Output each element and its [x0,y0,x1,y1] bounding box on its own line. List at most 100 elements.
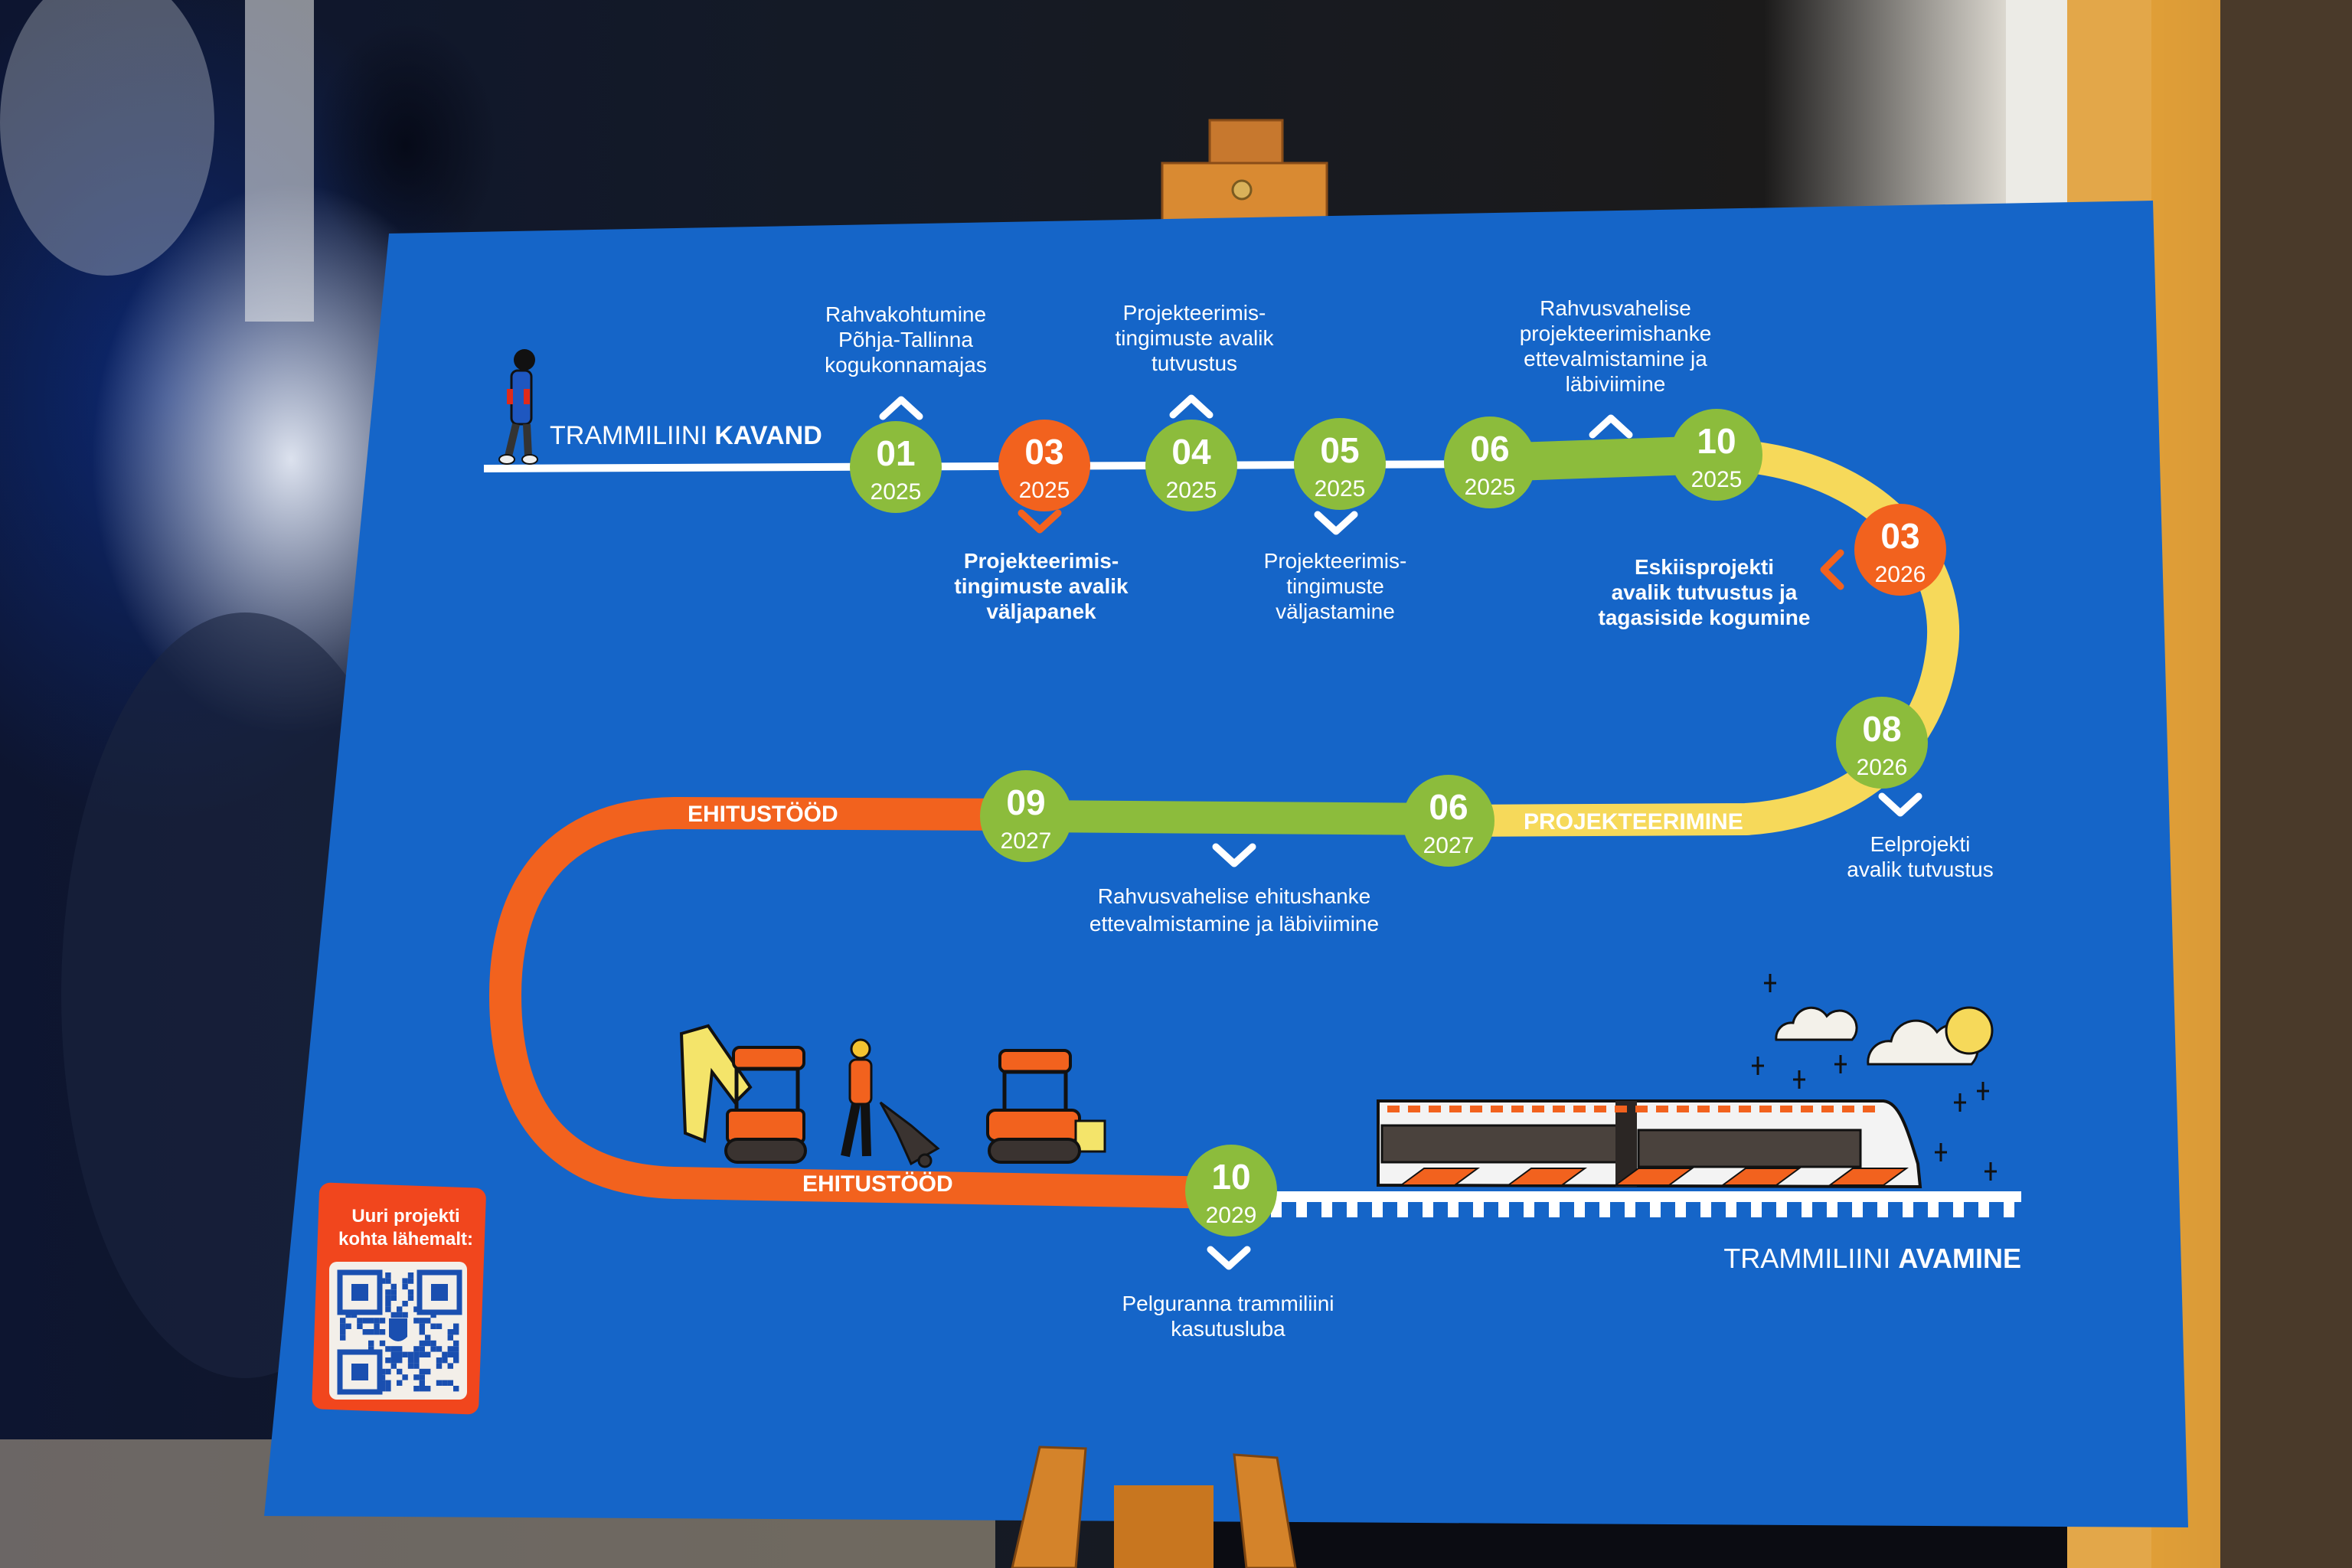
start-title: TRAMMILIINI KAVAND [550,421,822,450]
rail-tie [1625,1200,1635,1217]
milestone-year: 2026 [1875,562,1926,587]
rail-tie [1903,1200,1913,1217]
qr-finder [337,1349,383,1395]
milestone-caption-line: Eskiisprojekti [1635,555,1774,579]
timeline-poster: PROJEKTEERIMINEEHITUSTÖÖDEHITUSTÖÖDTRAMM… [264,201,2188,1527]
milestone-circle [1854,504,1946,596]
milestone-month: 10 [1697,421,1736,461]
milestone-year: 2025 [1691,467,1743,492]
track-projekteerimine [1454,439,1960,837]
milestone-caption-line: avalik tutvustus ja [1612,580,1798,604]
milestone-caption-line: tagasiside kogumine [1599,606,1811,629]
rail-tie [1296,1200,1307,1217]
milestone-year: 2025 [1019,478,1070,503]
segment-caption-design-procurement-line: ettevalmistamine ja [1524,347,1707,371]
milestone-caption-line: Põhja-Tallinna [838,328,973,351]
milestone-caption-line: kogukonnamajas [825,353,987,377]
track-construction-procurement [1025,800,1455,835]
sparkle-icon [1954,1093,1966,1112]
mini-loader-icon [986,1049,1106,1164]
tram-icon [1377,1099,1922,1189]
rail-tie [1347,1200,1357,1217]
rail-tie [1751,1200,1762,1217]
milestone-year: 2025 [1315,476,1366,501]
rail-tie [1928,1200,1939,1217]
milestone-caption-line: väljastamine [1276,599,1395,623]
rail-tie [1978,1200,1989,1217]
qr-finder [337,1269,383,1315]
construction-worker-icon [841,1038,940,1168]
qr-finder [416,1269,462,1315]
milestone-month: 09 [1006,782,1045,822]
rail-tie [1397,1200,1408,1217]
rail-tie [1448,1200,1459,1217]
sparkle-icon [1764,974,1776,992]
segment-caption-design-procurement-line: läbiviimine [1566,372,1666,396]
chevron-up-icon [1169,394,1214,419]
track-ehitustood [488,796,1226,1209]
qr-code[interactable] [337,1269,462,1395]
milestone-caption: RahvakohtuminePõhja-Tallinnakogukonnamaj… [825,302,987,377]
chevron-down-icon [1314,511,1358,535]
milestone-caption-line: kasutusluba [1171,1317,1285,1341]
rail-tie [1321,1200,1332,1217]
rail-tie [1877,1200,1888,1217]
excavator-icon [679,1024,807,1164]
rail-tie [1599,1200,1610,1217]
rail-tie [1700,1200,1711,1217]
milestone-circle [1671,409,1762,501]
milestone-circle [1836,697,1928,789]
cloud-icon [1775,1006,1858,1041]
milestone-caption-line: Projekteerimis- [964,549,1119,573]
rail-tie [1498,1200,1509,1217]
milestone-caption-line: tutvustus [1152,351,1237,375]
phase-label-ehitustood: EHITUSTÖÖD [802,1171,953,1197]
milestone-year: 2025 [871,479,922,505]
sparkle-icon [1752,1057,1764,1075]
milestone-caption-line: avalik tutvustus [1847,858,1993,881]
sparkle-icon [1977,1082,1989,1100]
segment-caption-design-procurement: Rahvusvaheliseprojekteerimishankeetteval… [1520,296,1712,396]
milestone-circle [1145,420,1237,511]
milestone-caption-line: Eelprojekti [1870,832,1971,856]
sun-icon [1945,1006,1994,1055]
qr-card-title-line: kohta lähemalt: [338,1229,473,1250]
milestone-circle [998,420,1090,511]
milestone-circle [1444,416,1536,508]
rail-tie [1852,1200,1863,1217]
chevron-left-icon [1820,549,1844,590]
walking-person-icon [498,349,538,465]
milestone-caption-line: Projekteerimis- [1264,549,1407,573]
rail-tie [1953,1200,1964,1217]
milestone-caption: Projekteerimis-tingimuste avalikväljapan… [954,549,1129,623]
milestone-month: 08 [1862,709,1901,749]
milestone-caption-line: tingimuste avalik [1116,326,1275,350]
rail-tie [1776,1200,1787,1217]
chevron-up-icon [1589,414,1633,439]
easel-legs [1011,1446,1297,1568]
milestone-10-2029: 10 2029 [1185,1145,1277,1236]
sparkle-icon [1935,1143,1947,1161]
milestone-09-2027: 09 2027 [980,770,1072,862]
rail-tie [1802,1200,1812,1217]
rail-tie [2004,1200,2014,1217]
rail-tie [1574,1200,1585,1217]
milestone-year: 2025 [1166,478,1217,503]
chevron-down-icon [1018,509,1062,534]
milestone-year: 2027 [1001,828,1052,854]
segment-caption-design-procurement-line: projekteerimishanke [1520,322,1712,345]
sparkle-icon [1834,1055,1847,1073]
milestone-month: 10 [1211,1157,1250,1197]
milestone-year: 2029 [1206,1203,1257,1228]
milestone-month: 06 [1429,787,1468,827]
milestone-circle [1294,418,1386,510]
